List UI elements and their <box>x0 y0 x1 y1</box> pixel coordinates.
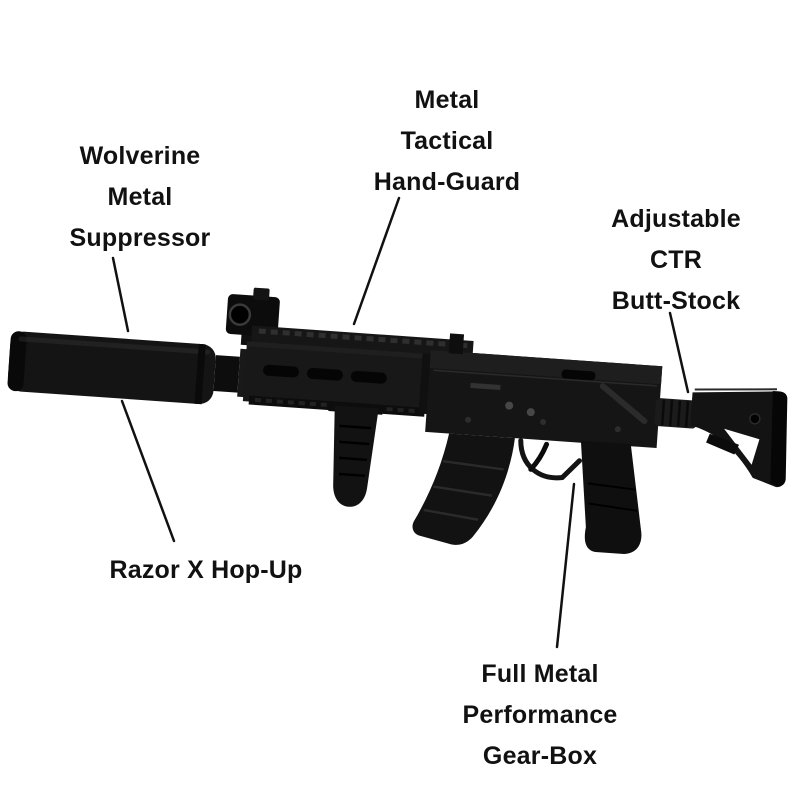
rifle-pistol-grip <box>580 440 642 554</box>
rifle-buttstock <box>690 388 788 488</box>
rifle-suppressor <box>7 331 253 405</box>
rifle-top-rail <box>250 325 474 359</box>
callout-line-gearbox <box>555 482 576 649</box>
label-suppressor: Wolverine Metal Suppressor <box>69 142 211 252</box>
rifle <box>7 287 788 554</box>
rifle-magazine <box>412 433 515 545</box>
rifle-receiver <box>425 333 663 449</box>
label-buttstock: Adjustable CTR Butt-Stock <box>611 205 741 315</box>
callout-line-handguard <box>352 196 401 326</box>
rifle-trigger <box>518 438 583 481</box>
label-hopup: Razor X Hop-Up <box>109 556 303 584</box>
callout-lines <box>111 196 690 649</box>
rifle-foregrip <box>328 401 383 507</box>
callout-line-suppressor <box>111 256 130 333</box>
callout-line-hopup <box>120 399 176 543</box>
callout-line-buttstock <box>668 311 690 394</box>
rifle-buffer-tube <box>654 398 698 429</box>
label-handguard: Metal Tactical Hand-Guard <box>373 86 521 196</box>
label-gearbox: Full Metal Performance Gear-Box <box>462 660 618 770</box>
